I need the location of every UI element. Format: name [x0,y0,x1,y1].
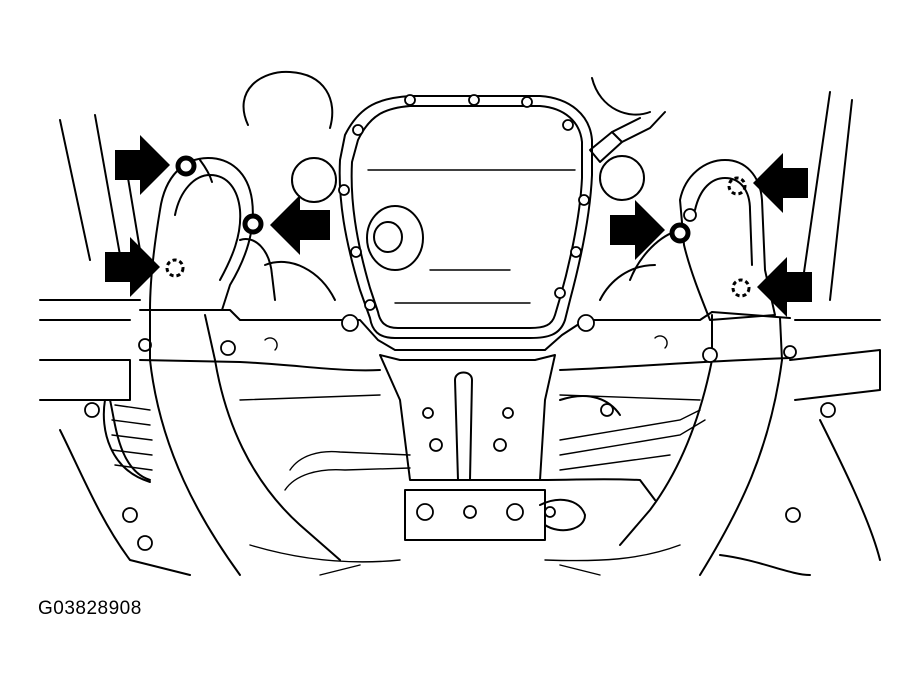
bolt-visible [175,155,197,177]
arrow-center-left [270,195,330,255]
bolt-hidden [727,176,747,196]
front-crossmember [139,309,791,576]
right-side-structure [719,91,881,576]
arrow-left-lower [105,237,160,297]
callout-arrows [105,135,812,317]
arrow-right-upper [753,153,808,213]
oil-pan [338,94,666,339]
background-parts [242,70,651,203]
arrow-right-lower [757,257,812,317]
arrow-center-right [610,200,665,260]
left-side-structure [39,114,191,576]
bolt-hidden [731,278,751,298]
mount-bolts [165,155,751,298]
figure-id-label: G03828908 [38,598,142,619]
bolt-visible [669,222,691,244]
bolt-hidden [165,258,185,278]
arrow-left-upper [115,135,170,195]
bolt-visible [242,213,264,235]
